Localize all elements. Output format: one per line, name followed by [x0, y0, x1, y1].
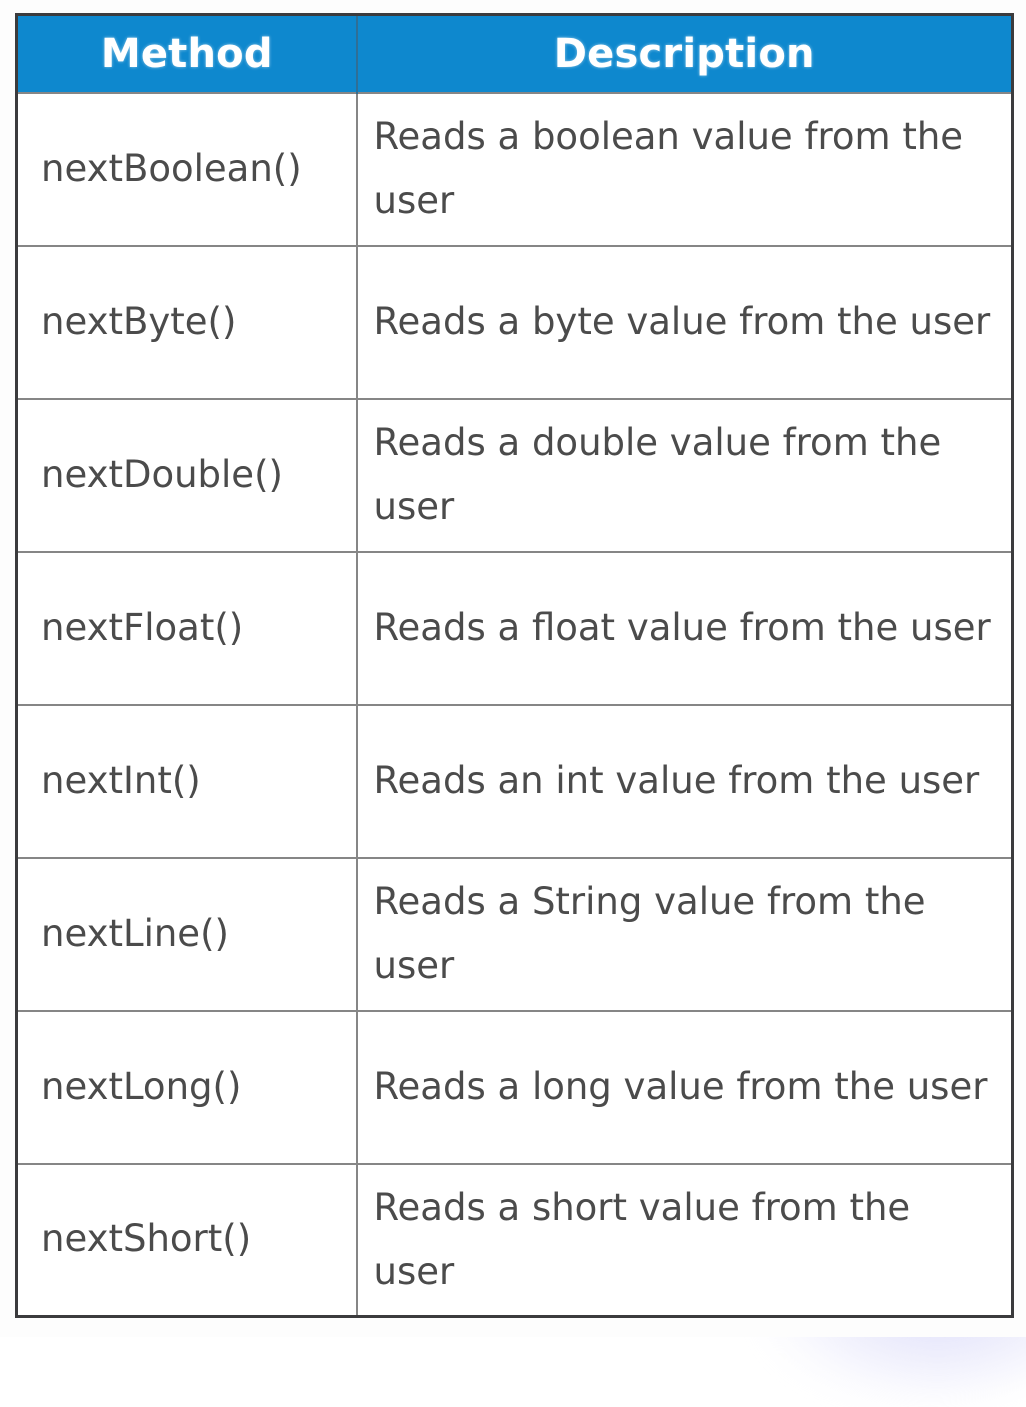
cell-method-name: nextShort() — [16, 1162, 358, 1317]
cell-method-description: Reads a long value from the user — [356, 1009, 1013, 1164]
description-text: Reads a double value from the user — [373, 421, 942, 528]
description-text: Reads a byte value from the user — [373, 300, 991, 344]
table-row: nextDouble()Reads a double value from th… — [16, 397, 1013, 552]
cell-method-description: Reads a byte value from the user — [356, 244, 1013, 399]
cell-method-name: nextLine() — [16, 856, 358, 1011]
cell-method-name: nextInt() — [16, 703, 358, 858]
cell-method-description: Reads a short value from the user — [356, 1162, 1013, 1317]
description-text: Reads a boolean value from the user — [373, 115, 964, 222]
cell-method-description: Reads a float value from the user — [356, 550, 1013, 705]
table-row: nextInt() Reads an int value from the use… — [16, 703, 1013, 858]
table-row: nextByte() Reads a byte value from the us… — [16, 244, 1013, 399]
cell-method-name: nextFloat() — [16, 550, 358, 705]
scanner-methods-table: Method Description nextBoolean()Reads a … — [15, 13, 1014, 1318]
cell-method-description: Reads an int value from the user — [356, 703, 1013, 858]
cell-method-description: Reads a String value from the user — [356, 856, 1013, 1011]
table-body: nextBoolean()Reads a boolean value from … — [16, 91, 1013, 1317]
cell-method-name: nextLong() — [16, 1009, 358, 1164]
cell-method-name: nextByte() — [16, 244, 358, 399]
description-text: Reads a short value from the user — [373, 1186, 911, 1293]
cell-method-description: Reads a double value from the user — [356, 397, 1013, 552]
cell-method-name: nextDouble() — [16, 397, 358, 552]
cell-method-name: nextBoolean() — [16, 91, 358, 246]
column-header-description: Description — [356, 14, 1013, 93]
table-row: nextBoolean()Reads a boolean value from … — [16, 91, 1013, 246]
table-row: nextLong() Reads a long value from the us… — [16, 1009, 1013, 1164]
description-text: Reads an int value from the user — [373, 759, 980, 803]
methods-table-container: Method Description nextBoolean()Reads a … — [15, 13, 1014, 1318]
table-row: nextLine()Reads a String value from the … — [16, 856, 1013, 1011]
table-header-row: Method Description — [16, 14, 1013, 93]
cell-method-description: Reads a boolean value from the user — [356, 91, 1013, 246]
description-text: Reads a long value from the user — [373, 1065, 988, 1109]
column-header-method: Method — [16, 14, 358, 93]
table-header: Method Description — [16, 14, 1013, 93]
table-row: nextShort()Reads a short value from the … — [16, 1162, 1013, 1317]
table-row: nextFloat() Reads a float value from the … — [16, 550, 1013, 705]
description-text: Reads a float value from the user — [373, 606, 991, 650]
description-text: Reads a String value from the user — [373, 880, 926, 987]
